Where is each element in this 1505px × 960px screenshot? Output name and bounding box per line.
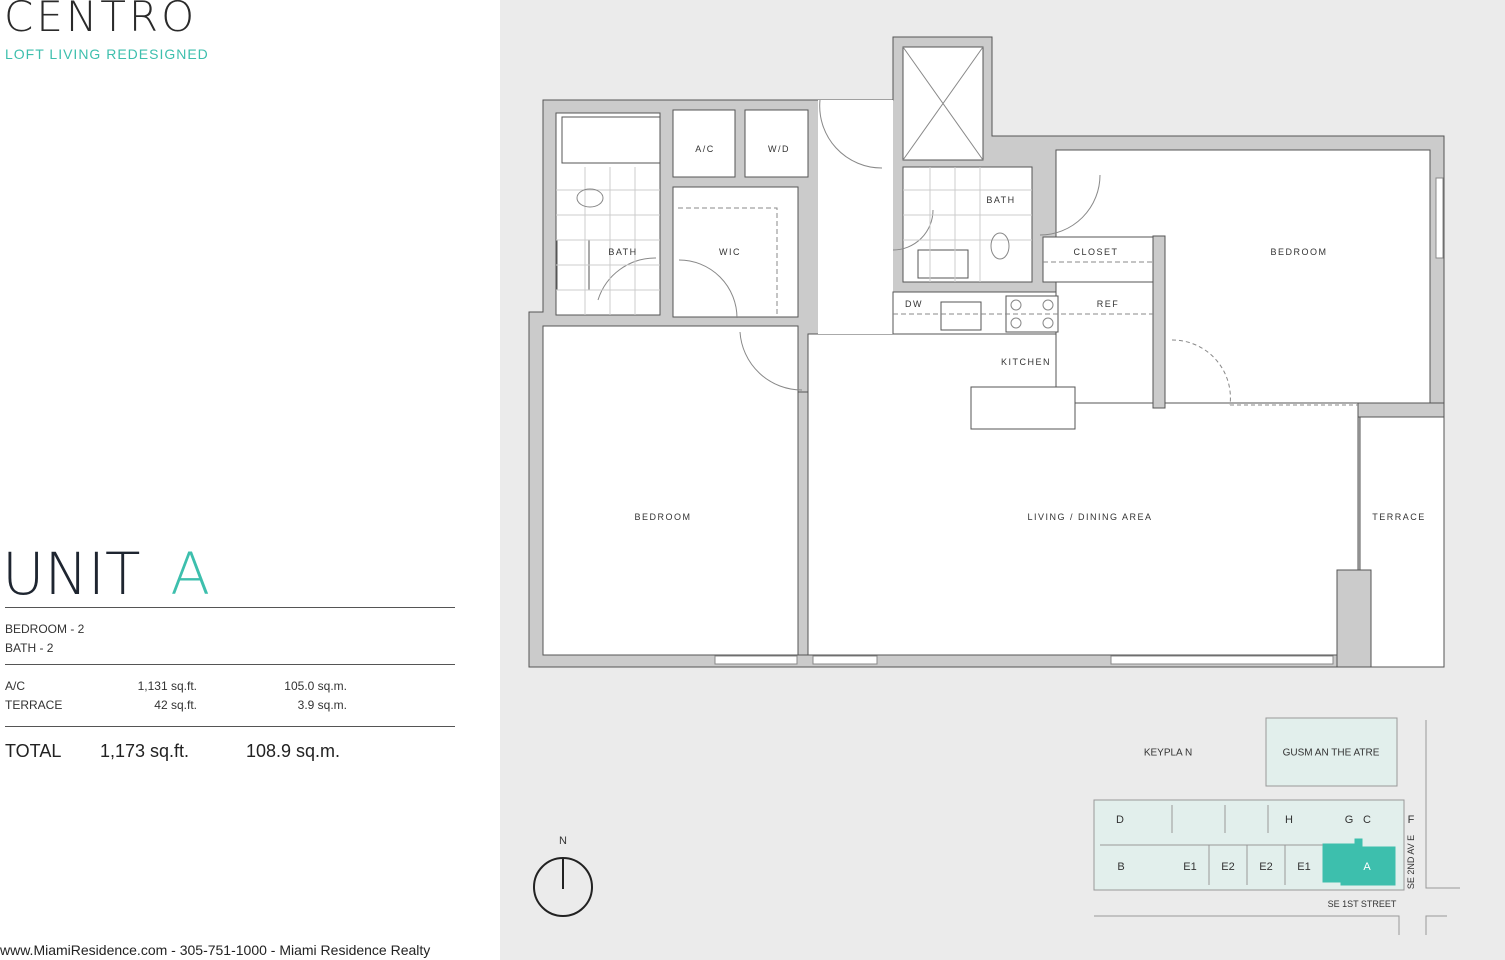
room-label-living: LIVING / DINING AREA (1027, 512, 1153, 522)
divider (5, 607, 455, 608)
area-sqft: 1,131 sq.ft. (137, 679, 197, 693)
keyplan-unit-e2: E2 (1259, 861, 1273, 873)
keyplan-unit-b: B (1117, 861, 1125, 873)
area-label: A/C (5, 679, 26, 693)
room-label-ac: A/C (695, 144, 715, 154)
bath-count: BATH - 2 (5, 641, 54, 655)
bedroom-count: BEDROOM - 2 (5, 622, 85, 636)
unit-prefix: UNIT (2, 540, 141, 608)
footer-contact: www.MiamiResidence.com - 305-751-1000 - … (0, 942, 431, 958)
room-label-dw: DW (905, 299, 923, 309)
keyplan-unit-e2: E2 (1221, 861, 1235, 873)
room-label-terrace: TERRACE (1372, 512, 1426, 522)
area-sqm: 105.0 sq.m. (284, 679, 347, 693)
room-label-kitchen: KITCHEN (1000, 357, 1052, 367)
divider (5, 664, 455, 665)
room-label-ref: REF (1096, 299, 1120, 309)
area-sqm: 3.9 sq.m. (297, 698, 347, 712)
keyplan-unit-g: G (1344, 814, 1354, 826)
keyplan-unit-e1: E1 (1183, 861, 1197, 873)
room-label-bedroom: BEDROOM (634, 512, 692, 522)
keyplan-drawing (1093, 717, 1460, 935)
info-panel: CENTRO LOFT LIVING REDESIGNED UNIT A BEDR… (0, 0, 500, 960)
room-label-wd: W/D (768, 144, 790, 154)
total-label: TOTAL (5, 741, 62, 761)
room-label-bath: BATH (608, 247, 638, 257)
area-sqft: 42 sq.ft. (154, 698, 197, 712)
total-sqft: 1,173 sq.ft. (100, 741, 190, 761)
unit-title: UNIT A (2, 540, 210, 608)
room-label-closet: CLOSET (1073, 247, 1119, 257)
keyplan-unit-h: H (1285, 814, 1293, 826)
keyplan-unit-e1: E1 (1297, 861, 1311, 873)
compass-north-label: N (559, 835, 567, 847)
room-label-wic: WIC (719, 247, 741, 257)
unit-letter: A (170, 540, 211, 608)
total-sqm: 108.9 sq.m. (246, 741, 341, 761)
area-label: TERRACE (5, 698, 63, 712)
street-label-1st-street: SE 1ST STREET (1327, 899, 1397, 909)
brand-tagline: LOFT LIVING REDESIGNED (5, 46, 209, 62)
keyplan-unit-f: F (1407, 814, 1415, 826)
divider (5, 726, 455, 727)
room-label-bath: BATH (986, 195, 1016, 205)
keyplan-title: KEYPLA N (1143, 747, 1193, 759)
keyplan-theatre: GUSM AN THE ATRE (1282, 747, 1380, 759)
room-label-bedroom: BEDROOM (1270, 247, 1328, 257)
brand-logo: CENTRO (4, 0, 198, 41)
keyplan-unit-d: D (1116, 814, 1124, 826)
street-label-2nd-ave: SE 2ND AV E (1406, 834, 1416, 890)
keyplan-unit-c: C (1363, 814, 1371, 826)
keyplan-unit-a-highlighted: A (1363, 861, 1371, 873)
